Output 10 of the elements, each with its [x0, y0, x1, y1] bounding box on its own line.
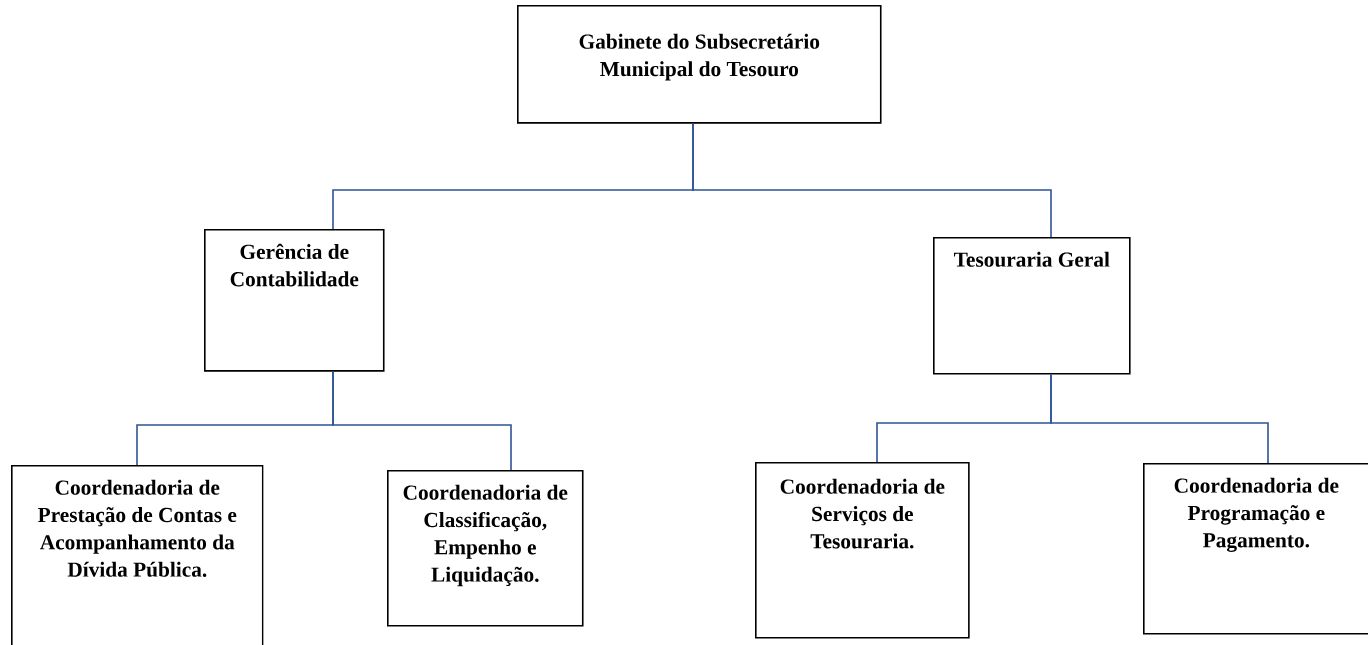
- org-box: Coordenadoria de Prestação de Contas e Acompanhamento da Dívida Pública.: [11, 465, 264, 645]
- org-box: Coordenadoria de Classificação, Empenho e Liquidação.: [387, 470, 584, 627]
- org-box: Gabinete do Subsecretário Municipal do Tesouro: [517, 5, 882, 124]
- org-box: Coordenadoria de Programação e Pagamento.: [1143, 463, 1368, 635]
- org-box: Coordenadoria de Serviços de Tesouraria.: [755, 462, 970, 639]
- connector-line: [332, 370, 512, 471]
- org-box: Tesouraria Geral: [933, 237, 1131, 375]
- connector-line: [692, 122, 1052, 238]
- connector-line: [1050, 373, 1269, 464]
- org-box: Gerência de Contabilidade: [204, 229, 385, 372]
